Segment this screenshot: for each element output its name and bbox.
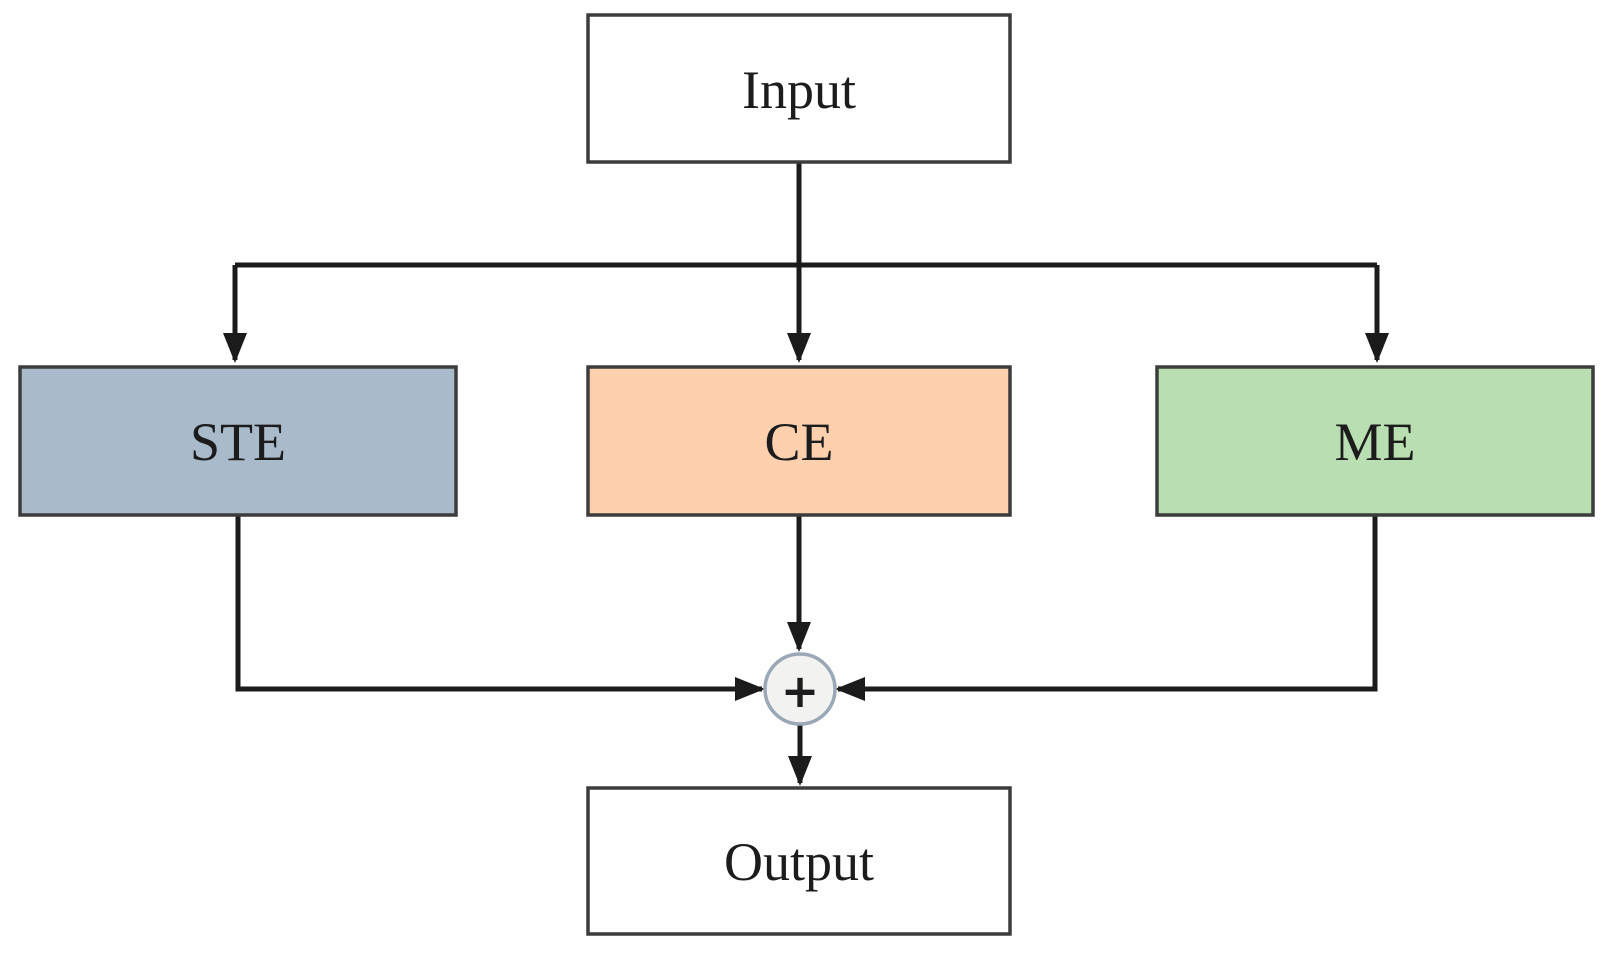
sum-circle — [763, 652, 837, 726]
node-output: Output — [586, 786, 1012, 936]
ste-label: STE — [190, 412, 286, 472]
me-box — [1155, 365, 1595, 517]
edge-me-to-sum — [835, 515, 1378, 701]
ce-box — [586, 365, 1012, 517]
input-box — [586, 13, 1012, 164]
edges — [223, 162, 1389, 786]
ce-label: CE — [764, 412, 833, 472]
plus-icon: + — [781, 664, 820, 718]
output-box — [586, 786, 1012, 936]
ste-box — [18, 365, 458, 517]
node-ce: CE — [586, 365, 1012, 517]
output-label: Output — [724, 832, 874, 892]
node-ste: STE — [18, 365, 458, 517]
input-label: Input — [742, 60, 856, 120]
node-me: ME — [1155, 365, 1595, 517]
me-label: ME — [1335, 412, 1416, 472]
node-input: Input — [586, 13, 1012, 164]
edge-ste-to-sum — [235, 515, 765, 701]
node-sum: + — [763, 652, 837, 726]
